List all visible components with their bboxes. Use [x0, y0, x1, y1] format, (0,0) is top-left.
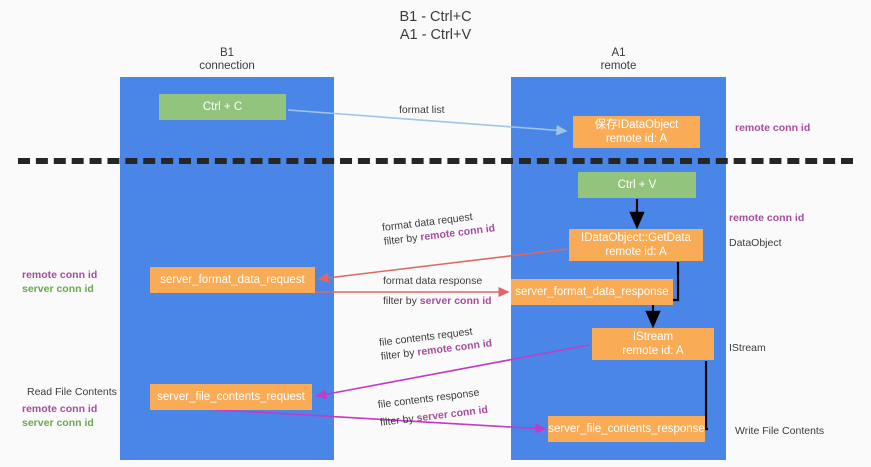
edge-label-file-contents-request: file contents request filter by remote c…: [378, 322, 493, 363]
annotation-istream-group: IStream: [729, 342, 766, 354]
filter-by-prefix: filter by: [379, 412, 418, 429]
annotation-remote-conn-id-top: remote conn id: [735, 122, 811, 134]
box-server-file-contents-response-label: server_file_contents_response: [548, 423, 705, 435]
filter-by-prefix: filter by: [383, 231, 422, 248]
box-idataobject-getdata-line2: remote id: A: [605, 246, 667, 258]
box-ctrl-c-label: Ctrl + C: [202, 101, 243, 113]
box-server-format-data-response[interactable]: server_format_data_response: [511, 279, 673, 305]
box-ctrl-c[interactable]: Ctrl + C: [159, 94, 286, 120]
box-idataobject-getdata-line1: IDataObject::GetData: [581, 232, 691, 244]
edge-label-format-data-response-line1: format data response: [383, 275, 483, 287]
title-line-2: A1 - Ctrl+V: [399, 27, 472, 43]
column-header-a1-name: A1: [611, 47, 626, 59]
phase-divider: [18, 158, 853, 164]
edge-label-format-list-line1: format list: [399, 104, 445, 116]
edge-label-file-contents-response: file contents response filter by server …: [377, 385, 489, 430]
server-conn-id-key: server conn id: [419, 295, 492, 307]
box-server-file-contents-response[interactable]: server_file_contents_response: [548, 416, 705, 442]
box-istream-line1: IStream: [632, 331, 674, 343]
annotation-remote-conn-id-mid: remote conn id: [729, 212, 805, 224]
column-header-b1-role: connection: [199, 60, 255, 72]
column-header-b1: B1 connection: [120, 47, 334, 73]
box-istream-line2: remote id: A: [622, 345, 684, 357]
column-header-a1: A1 remote: [511, 47, 726, 73]
box-ctrl-v[interactable]: Ctrl + V: [578, 172, 696, 198]
title-line-1: B1 - Ctrl+C: [399, 9, 472, 25]
page-title: B1 - Ctrl+C A1 - Ctrl+V: [0, 8, 871, 44]
edge-label-format-data-response-line2: filter by server conn id: [383, 294, 492, 308]
annotation-read-file-contents: Read File Contents: [27, 386, 117, 398]
annotation-remote-conn-id-left-1: remote conn id: [22, 269, 98, 281]
column-header-a1-role: remote: [600, 60, 637, 72]
box-server-format-data-request-label: server_format_data_request: [160, 274, 305, 286]
annotation-server-conn-id-left-1: server conn id: [22, 283, 94, 295]
edge-label-format-data-response: format data response filter by server co…: [383, 274, 492, 308]
column-header-b1-name: B1: [219, 47, 235, 59]
box-istream[interactable]: IStream remote id: A: [592, 328, 714, 360]
annotation-dataobject-group: DataObject: [729, 237, 782, 249]
box-server-file-contents-request-label: server_file_contents_request: [157, 391, 305, 403]
box-server-format-data-response-label: server_format_data_response: [515, 286, 669, 298]
box-ctrl-v-label: Ctrl + V: [617, 179, 657, 191]
annotation-conn-ids-left-1: remote conn id server conn id: [22, 268, 97, 296]
box-idataobject-getdata[interactable]: IDataObject::GetData remote id: A: [569, 229, 703, 261]
box-store-idataobject-line1: 保存IDataObject: [594, 119, 679, 131]
filter-by-prefix: filter by: [380, 346, 419, 363]
filter-by-prefix: filter by: [383, 295, 420, 307]
annotation-remote-conn-id-left-2: remote conn id: [22, 403, 98, 415]
box-server-format-data-request[interactable]: server_format_data_request: [150, 267, 315, 293]
annotation-write-file-contents: Write File Contents: [735, 425, 825, 437]
box-store-idataobject-line2: remote id: A: [605, 133, 668, 145]
edge-label-format-data-request: format data request filter by remote con…: [381, 207, 496, 248]
box-store-idataobject[interactable]: 保存IDataObject remote id: A: [573, 116, 700, 148]
annotation-server-conn-id-left-2: server conn id: [22, 417, 94, 429]
box-server-file-contents-request[interactable]: server_file_contents_request: [150, 384, 312, 410]
annotation-conn-ids-left-2: remote conn id server conn id: [22, 402, 97, 430]
edge-label-format-list: format list: [399, 103, 445, 117]
server-conn-id-key: server conn id: [415, 403, 489, 425]
